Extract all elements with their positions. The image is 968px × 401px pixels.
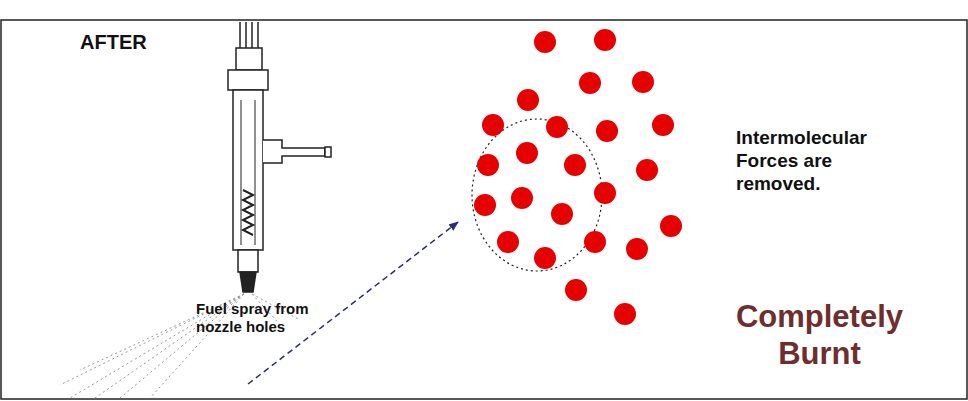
note-label: Intermolecular Forces are removed.: [736, 127, 876, 195]
spray-label: Fuel spray from nozzle holes: [196, 300, 336, 336]
frame: [1, 20, 967, 399]
result-label: Completely Burnt: [712, 298, 927, 372]
view-heading: AFTER: [80, 30, 200, 54]
molecule-dots: [474, 29, 682, 325]
focus-ellipse: [472, 119, 602, 271]
injector-drawing: [228, 22, 331, 292]
